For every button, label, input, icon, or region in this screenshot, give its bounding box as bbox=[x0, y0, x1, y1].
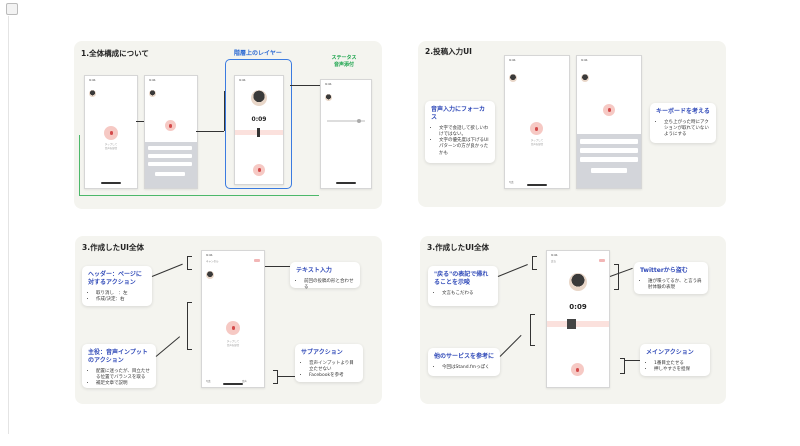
canvas-divider bbox=[8, 16, 9, 434]
note-card-twitter: Twitterから盗む 誰が喋ってるか、と言う肩肘体験の表現 bbox=[634, 262, 708, 294]
card-item: 配置に迷ったが、目立たせる位置でバランスを取る bbox=[96, 369, 150, 382]
card-title: 主役：音声インプットのアクション bbox=[88, 349, 148, 364]
note-card-main-action: 主役：音声インプットのアクション 配置に迷ったが、目立たせる位置でバランスを取る… bbox=[82, 344, 156, 388]
card-item: 音声インプットより目立たせない bbox=[309, 361, 357, 374]
recording-timer: 0:09 bbox=[569, 303, 587, 311]
card-item: 押しやすさを担保 bbox=[654, 367, 704, 373]
card-item: 文字の優先度は下げるUIパターンの方が良かったかも bbox=[439, 138, 489, 157]
card-item: 文言もこだわる bbox=[442, 291, 492, 297]
panel-title: 3.作成したUI全体 bbox=[427, 243, 489, 252]
card-title: "戻る"の表記で帰れることを示唆 bbox=[434, 271, 489, 286]
card-item: 今回はStand.fmっぽく bbox=[442, 365, 494, 371]
card-title: キーボードを考える bbox=[656, 108, 710, 115]
note-card-focus: 音声入力にフォーカス 文字で会話して欲しいわけではない。 文字の優先度は下げるU… bbox=[425, 101, 495, 163]
card-item: 取り消し ：左 bbox=[96, 291, 146, 297]
panel-created-ui-2: 3.作成したUI全体 9:41 戻る 0:09 "戻る"の表記で帰れることを示唆… bbox=[420, 236, 726, 404]
panel-post-input-ui: 2.投稿入力UI 9:41 タップして音声を録音 写真 9:41 音声入力にフォ… bbox=[418, 41, 726, 207]
note-card-other-services: 他のサービスを参考に 今回はStand.fmっぽく bbox=[428, 348, 500, 376]
recording-timer: 0:09 bbox=[251, 116, 267, 123]
panel-title: 3.作成したUI全体 bbox=[82, 243, 144, 252]
card-title: ヘッダー：ページに対するアクション bbox=[88, 271, 142, 286]
card-item: 誰が喋ってるか、と言う肩肘体験の表現 bbox=[648, 279, 702, 292]
panel-title: 1.全体構成について bbox=[81, 49, 149, 58]
card-item: Facebookを参考 bbox=[309, 373, 357, 379]
sidebar-toggle-icon[interactable] bbox=[6, 3, 18, 15]
phone-mock-recording: 9:41 戻る 0:09 bbox=[546, 250, 610, 388]
card-item: 立ち上がった時にアクションが取れていないようにする bbox=[664, 120, 710, 139]
note-card-main-action: メインアクション 1番目立たせる 押しやすさを担保 bbox=[640, 344, 710, 376]
phone-mock-keyboard: 9:41 bbox=[144, 75, 198, 189]
card-title: Twitterから盗む bbox=[640, 267, 688, 274]
panel-created-ui-1: 3.作成したUI全体 9:41 キャンセル タップして音声を録音 写真 音声 ヘ… bbox=[75, 236, 382, 404]
overlay-layer-label: 階層上のレイヤー bbox=[234, 50, 282, 57]
phone-mock: 9:41 キャンセル タップして音声を録音 写真 音声 bbox=[201, 250, 265, 388]
phone-mock-keyboard: 9:41 bbox=[576, 55, 642, 189]
overlay-layer-highlight bbox=[225, 59, 292, 189]
note-card-header: ヘッダー：ページに対するアクション 取り消し ：左 作成/決定：右 bbox=[82, 266, 152, 306]
phone-mock-recording: 9:41 0:09 bbox=[234, 75, 284, 185]
card-title: テキスト入力 bbox=[296, 267, 332, 274]
note-card-keyboard: キーボードを考える 立ち上がった時にアクションが取れていないようにする bbox=[650, 103, 716, 143]
card-item: 1番目立たせる bbox=[654, 361, 704, 367]
phone-mock-attached: 9:41 bbox=[320, 79, 372, 189]
note-card-back-label: "戻る"の表記で帰れることを示唆 文言もこだわる bbox=[428, 266, 498, 306]
card-item: 前回の投稿の形と合わせる bbox=[304, 279, 354, 292]
card-title: 他のサービスを参考に bbox=[434, 353, 495, 360]
panel-title: 2.投稿入力UI bbox=[425, 47, 472, 56]
phone-mock: 9:41 タップして音声を録音 写真 bbox=[504, 55, 570, 189]
card-item: 作成/決定：右 bbox=[96, 297, 146, 303]
note-card-sub-action: サブアクション 音声インプットより目立たせない Facebookを参考 bbox=[295, 344, 363, 382]
card-title: メインアクション bbox=[646, 349, 694, 356]
card-title: 音声入力にフォーカス bbox=[431, 106, 486, 121]
card-item: 補足文章で説明 bbox=[96, 381, 150, 387]
card-title: サブアクション bbox=[301, 349, 343, 356]
note-card-text-input: テキスト入力 前回の投稿の形と合わせる bbox=[290, 262, 360, 290]
attach-status-label: ステータス 音声添付 bbox=[331, 55, 357, 68]
phone-mock: 9:41 タップして音声を録音 bbox=[84, 75, 138, 189]
panel-overall-structure: 1.全体構成について 9:41 タップして音声を録音 9:41 階層上のレイヤー… bbox=[74, 41, 382, 209]
card-item: 文字で会話して欲しいわけではない。 bbox=[439, 126, 489, 139]
